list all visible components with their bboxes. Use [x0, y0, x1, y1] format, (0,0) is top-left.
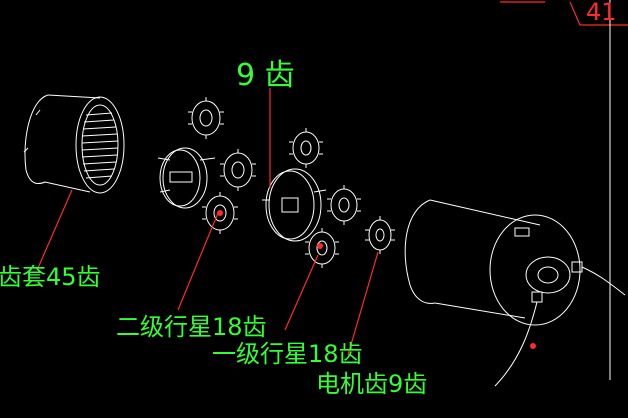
stage1-planet-gears: [289, 128, 361, 268]
label-ring-gear: 齿套45齿: [0, 263, 101, 291]
stage2-planet-gears: [188, 97, 256, 234]
stage1-planet-carrier: [262, 168, 327, 242]
leader-lines: [37, 88, 536, 356]
corner-number: 41: [586, 0, 617, 26]
label-motor-gear: 电机齿9齿: [316, 370, 427, 398]
ring-gear-housing: [23, 94, 125, 194]
label-stage1-planet: 一级行星18齿: [212, 340, 363, 368]
title-block-corner: [500, 0, 628, 380]
motor-pinion-gear: [365, 216, 395, 254]
stage2-planet-carrier: [157, 147, 216, 209]
label-stage2-planet: 二级行星18齿: [116, 313, 267, 341]
motor-body: [404, 199, 626, 387]
label-top-gear: 9 齿: [236, 58, 295, 93]
